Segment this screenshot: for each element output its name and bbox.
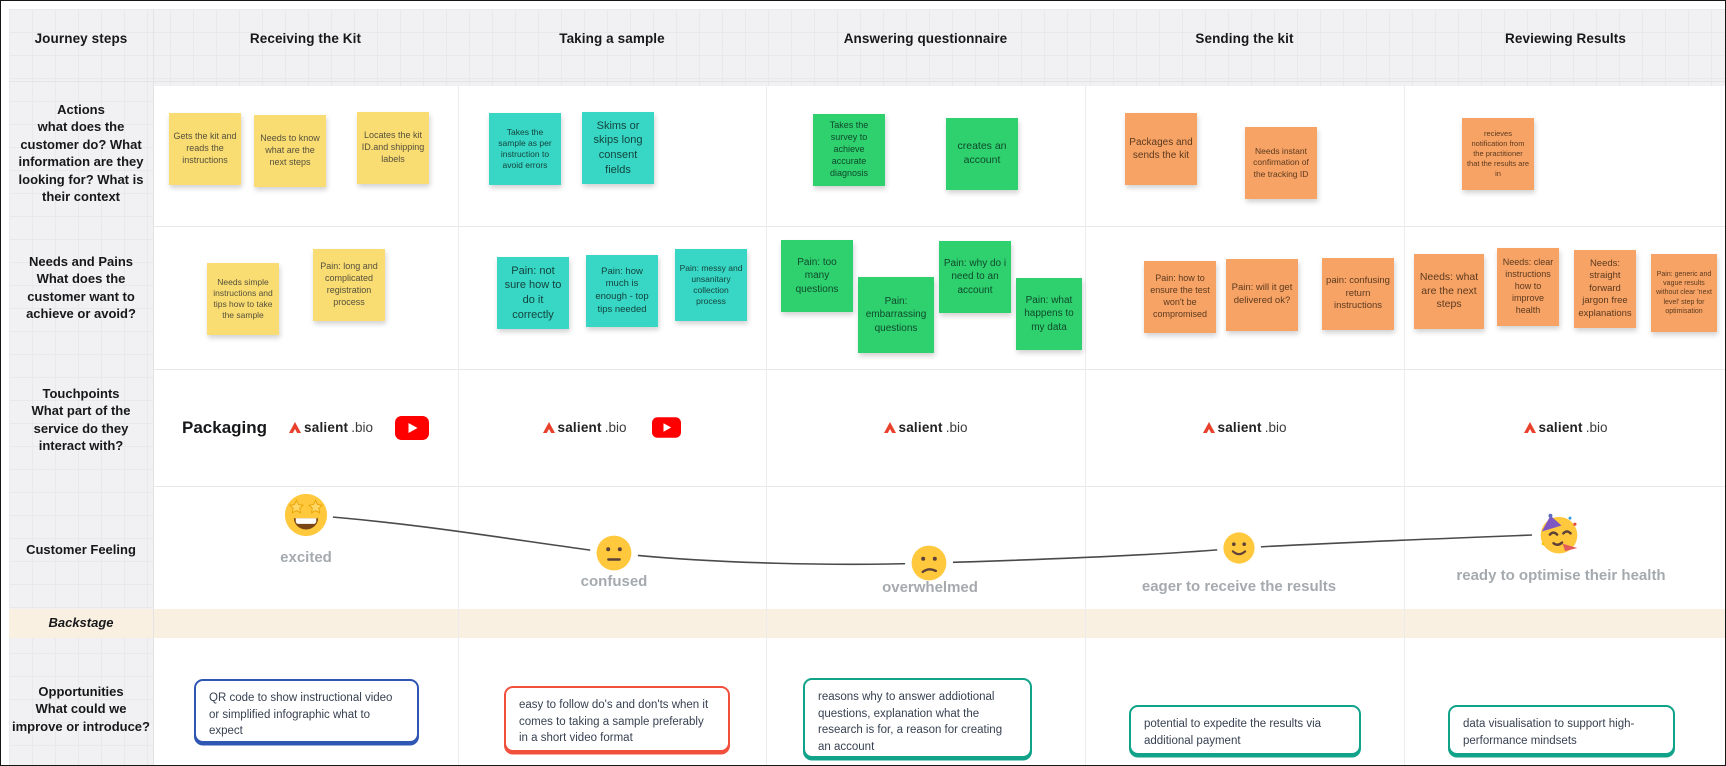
sticky-note[interactable]: Needs: straight forward jargon free expl… [1574, 250, 1636, 328]
salient-bio-logo[interactable]: salient.bio [1202, 420, 1286, 435]
row-label-backstage: Backstage [48, 615, 114, 630]
sticky-note[interactable]: creates an account [946, 118, 1018, 190]
corner-header: Journey steps [34, 31, 128, 46]
sticky-note[interactable]: Takes the sample as per instruction to a… [489, 113, 561, 185]
salient-bio-logo[interactable]: salient.bio [542, 420, 626, 435]
row-label-actions: Actions what does the customer do? What … [18, 102, 144, 205]
sticky-note[interactable]: Pain: generic and vague results without … [1651, 254, 1717, 332]
feeling-emoji-eager[interactable] [1222, 531, 1256, 565]
sticky-note[interactable]: Pain: embarrassing questions [858, 277, 934, 353]
opportunity-card[interactable]: reasons why to answer addiotional questi… [803, 678, 1032, 758]
confused-face-icon [911, 545, 947, 581]
opportunity-card[interactable]: easy to follow do's and don'ts when it c… [504, 686, 730, 752]
feeling-emoji-ready[interactable] [1537, 512, 1581, 556]
opportunity-card[interactable]: data visualisation to support high-perfo… [1448, 705, 1675, 755]
backstage-band [9, 609, 1725, 638]
sticky-note[interactable]: Pain: not sure how to do it correctly [497, 257, 569, 329]
feeling-emoji-confused[interactable] [595, 534, 633, 572]
youtube-icon[interactable] [652, 417, 682, 438]
sticky-note[interactable]: Takes the survey to achieve accurate dia… [813, 114, 885, 186]
opportunity-card[interactable]: QR code to show instructional video or s… [194, 679, 419, 743]
touchpoint-cell-reviewing-results: salient.bio [1404, 369, 1725, 486]
feeling-label-confused: confused [580, 573, 648, 590]
column-divider [458, 86, 459, 765]
header-divider [9, 81, 1725, 82]
touchpoint-cell-sending-kit: salient.bio [1085, 369, 1404, 486]
sticky-note[interactable]: Needs instant confirmation of the tracki… [1245, 127, 1317, 199]
partying-face-icon [1540, 513, 1578, 554]
star-struck-icon [284, 493, 328, 537]
sticky-note[interactable]: Packages and sends the kit [1125, 113, 1197, 185]
sticky-note[interactable]: Pain: why do i need to an account [939, 241, 1011, 313]
feeling-emoji-excited[interactable] [283, 492, 329, 538]
sticky-note[interactable]: recieves notification from the practitio… [1462, 118, 1534, 190]
row-label-opportunities: Opportunities What could we improve or i… [12, 684, 150, 734]
sticky-note[interactable]: Skims or skips long consent fields [582, 112, 654, 184]
salient-triangle-icon [542, 422, 555, 433]
salient-triangle-icon [883, 422, 896, 433]
column-divider [766, 86, 767, 765]
column-header-taking-sample: Taking a sample [559, 31, 665, 46]
sticky-note[interactable]: Needs to know what are the next steps [254, 115, 326, 187]
touchpoint-cell-answering-questionnaire: salient.bio [766, 369, 1085, 486]
column-header-receiving-kit: Receiving the Kit [249, 31, 362, 46]
column-divider [1404, 86, 1405, 765]
column-header-answering-questionnaire: Answering questionnaire [843, 31, 1008, 46]
sticky-note[interactable]: Locates the kit ID.and shipping labels [357, 112, 429, 184]
sticky-note[interactable]: Pain: how to ensure the test won't be co… [1144, 261, 1216, 333]
feeling-label-excited: excited [280, 549, 332, 566]
sticky-note[interactable]: Needs simple instructions and tips how t… [207, 263, 279, 335]
salient-bio-logo[interactable]: salient.bio [883, 420, 967, 435]
slightly-smiling-face-icon [1223, 532, 1255, 564]
neutral-face-icon [596, 535, 632, 571]
salient-triangle-icon [289, 422, 302, 433]
column-divider [1085, 86, 1086, 765]
column-header-sending-kit: Sending the kit [1195, 31, 1294, 46]
sticky-note[interactable]: Needs: what are the next steps [1414, 254, 1484, 329]
feeling-emoji-overwhelmed[interactable] [910, 544, 948, 582]
feeling-label-ready: ready to optimise their health [1456, 567, 1666, 584]
label-column-divider [153, 9, 154, 765]
sticky-note[interactable]: Pain: long and complicated registration … [313, 249, 385, 321]
youtube-icon[interactable] [395, 415, 429, 440]
salient-bio-logo[interactable]: salient.bio [1523, 420, 1607, 435]
sticky-note[interactable]: Pain: too many questions [781, 240, 853, 312]
packaging-label: Packaging [182, 417, 268, 437]
sticky-note[interactable]: Pain: how much is enough - top tips need… [586, 255, 658, 327]
sticky-note[interactable]: Needs: clear instructions how to improve… [1497, 248, 1559, 326]
sticky-note[interactable]: Pain: what happens to my data [1016, 278, 1082, 350]
touchpoint-cell-taking-sample: salient.bio [458, 369, 766, 486]
row-label-touchpoints: Touchpoints What part of the service do … [31, 386, 131, 454]
feeling-label-overwhelmed: overwhelmed [882, 579, 978, 596]
salient-bio-logo[interactable]: salient.bio [289, 420, 373, 435]
row-label-customer-feeling: Customer Feeling [26, 542, 136, 557]
touchpoint-cell-receiving-kit: Packaging salient.bio [153, 369, 458, 486]
sticky-note[interactable]: Pain: will it get delivered ok? [1226, 259, 1298, 331]
feeling-label-eager: eager to receive the results [1141, 578, 1337, 595]
salient-triangle-icon [1202, 422, 1215, 433]
salient-triangle-icon [1523, 422, 1536, 433]
sticky-note[interactable]: pain: confusing return instructions [1322, 258, 1394, 330]
opportunity-card[interactable]: potential to expedite the results via ad… [1129, 705, 1361, 755]
sticky-note[interactable]: Pain: messy and unsanitary collection pr… [675, 249, 747, 321]
column-header-reviewing-results: Reviewing Results [1505, 31, 1626, 46]
sticky-note[interactable]: Gets the kit and reads the instructions [169, 113, 241, 185]
row-label-needs: Needs and Pains What does the customer w… [26, 254, 136, 322]
